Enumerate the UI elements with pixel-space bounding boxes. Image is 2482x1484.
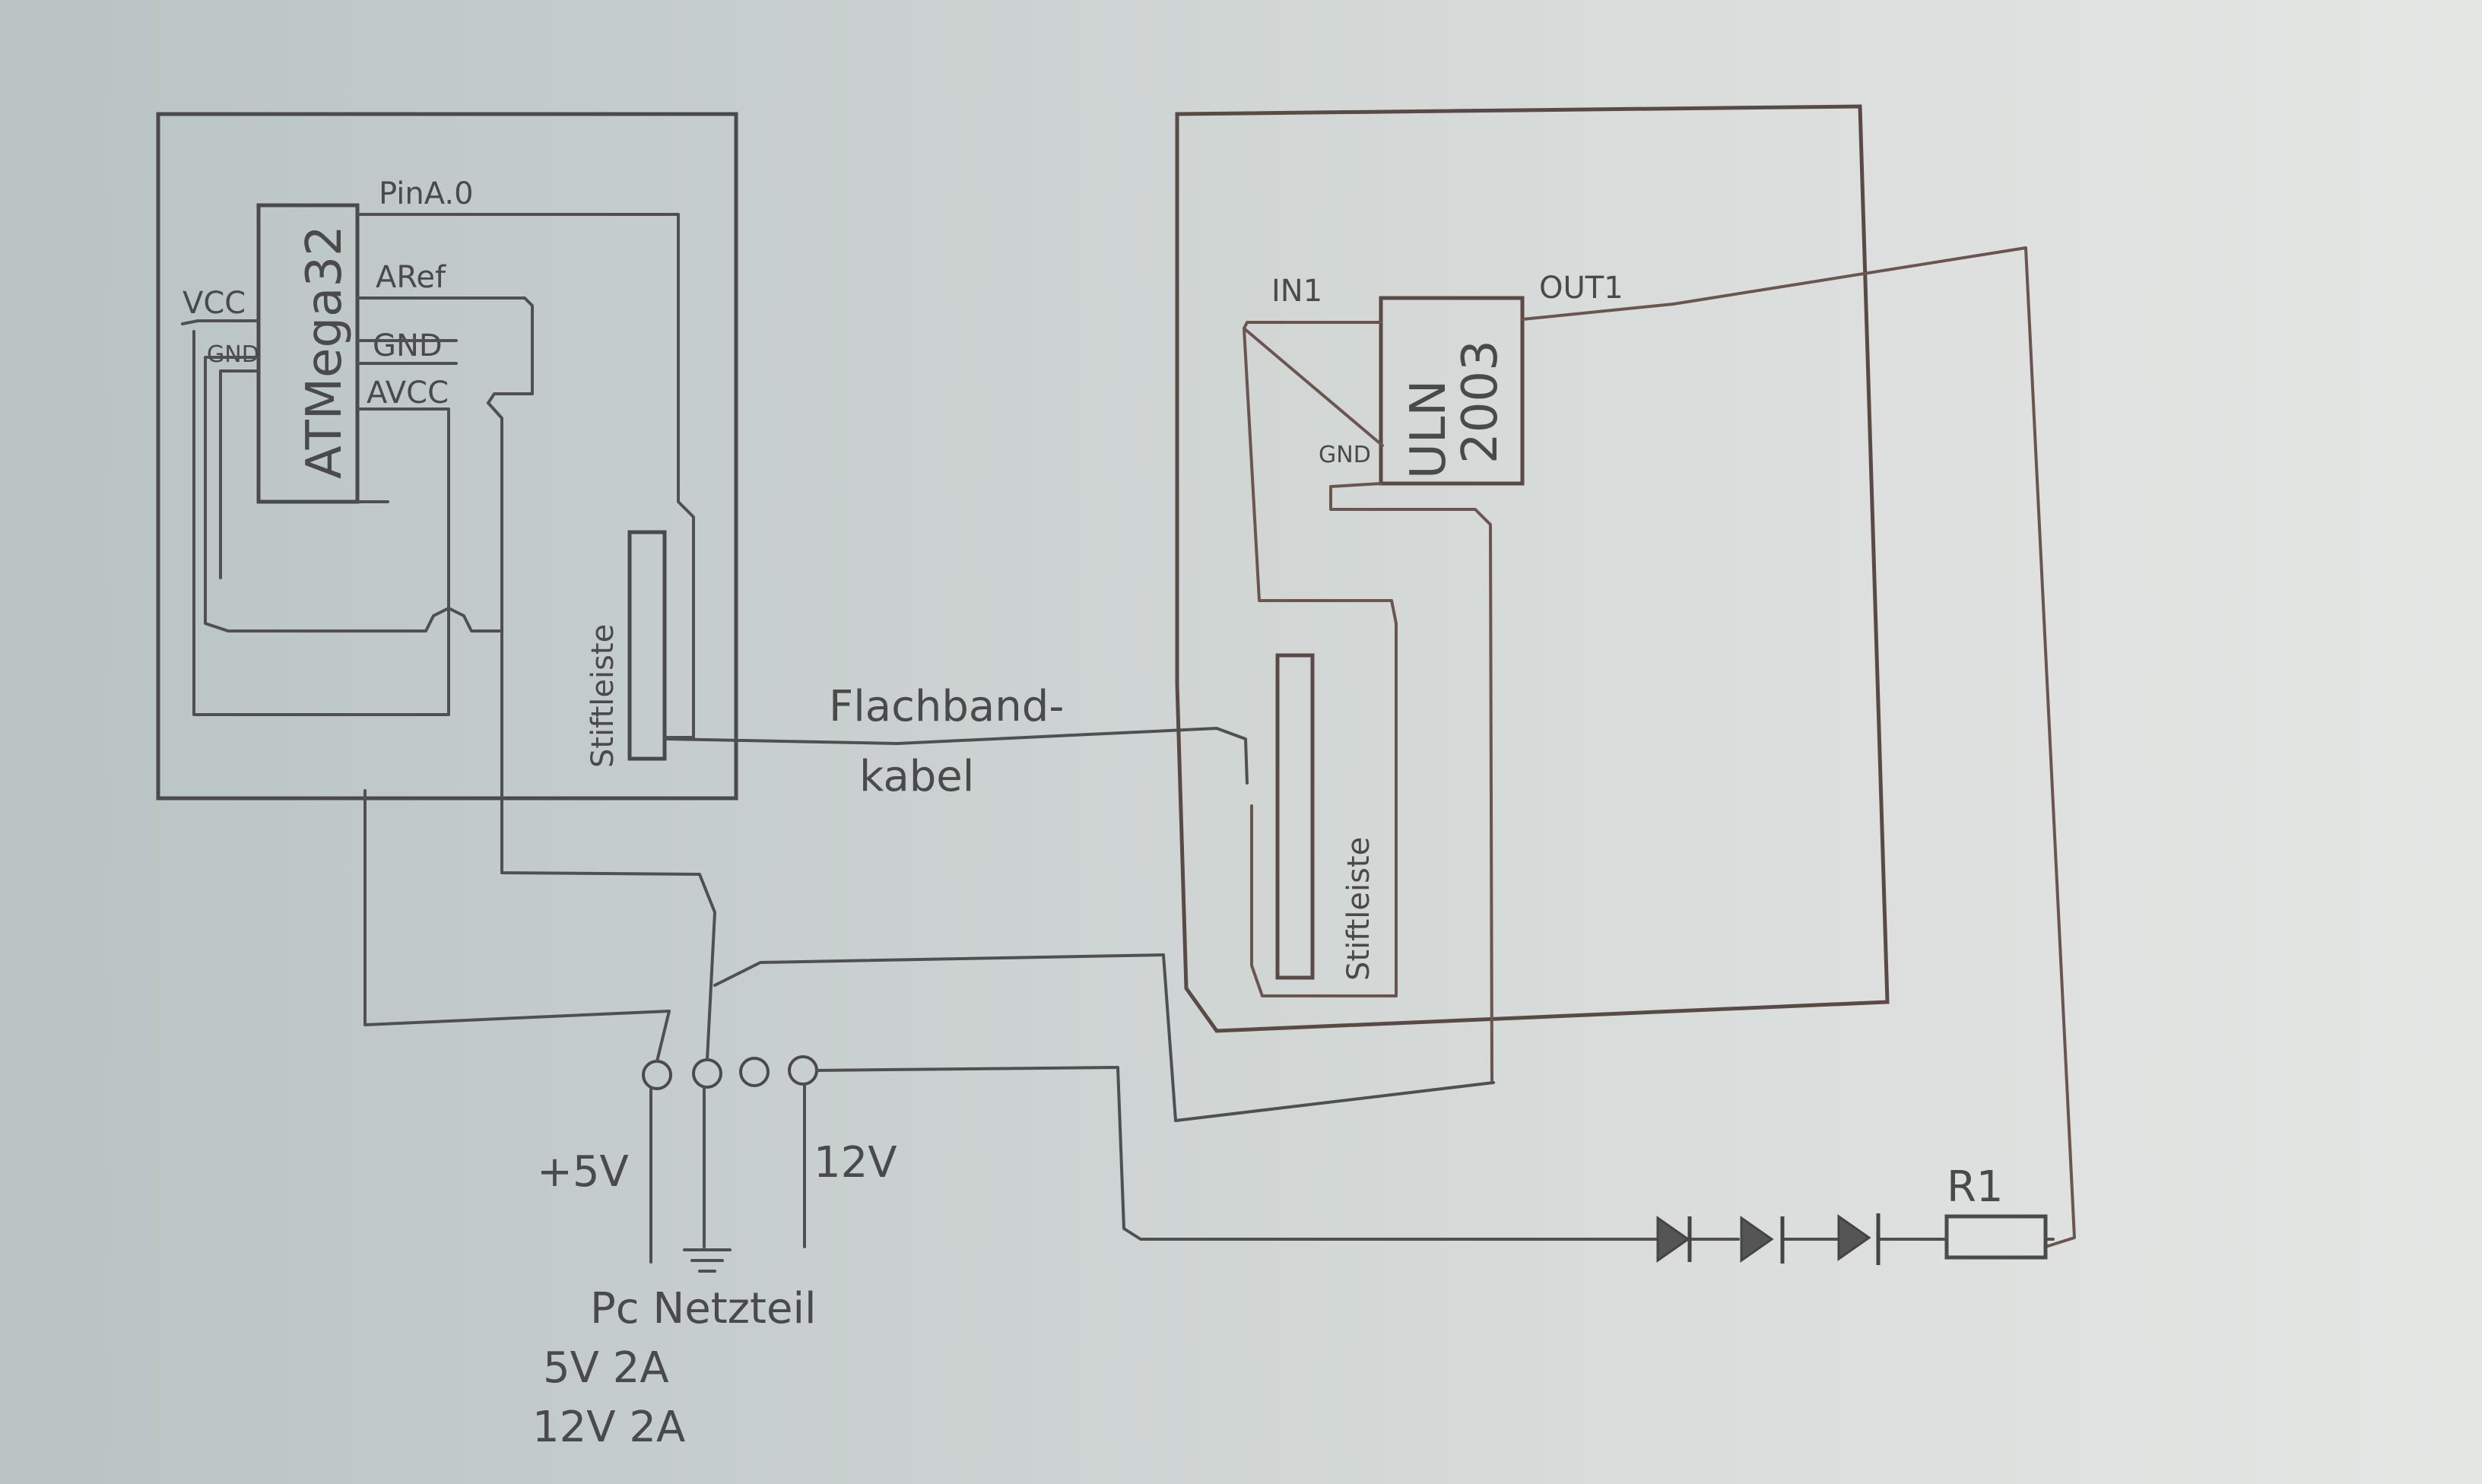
atmega-chip [256, 203, 360, 504]
uln2003-chip-label-1: ULN [1401, 380, 1457, 479]
wire-in1 [1243, 321, 1398, 997]
wire-5v-rail [363, 789, 671, 1063]
ribbon-cable-label-2: kabel [859, 752, 974, 801]
uln2003-chip-label-2: 2003 [1452, 340, 1509, 464]
pin-vcc-label: VCC [182, 286, 246, 321]
ribbon-cable-label-1: Flachband- [829, 682, 1064, 731]
pin-aref-label: ARef [376, 260, 446, 295]
supply-name: Pc Netzteil [590, 1284, 817, 1333]
led-chain: R1 [1656, 1162, 2055, 1265]
wire-vcc [181, 319, 260, 325]
pin-gnd-label: GND [373, 328, 443, 363]
pin-a0-label: PinA.0 [379, 176, 474, 211]
wire-gnd-right-board [713, 953, 1495, 1122]
supply-rating-5v: 5V 2A [543, 1343, 669, 1393]
ground-symbol [683, 1248, 732, 1273]
led-3 [1837, 1213, 1881, 1265]
led-1 [1656, 1216, 1692, 1263]
terminal-gnd [692, 1058, 722, 1089]
pin-avcc-label: AVCC [367, 376, 449, 411]
wire-in1-diag [1243, 327, 1384, 447]
wire-gnd-loop [204, 356, 503, 633]
wire-aref-down [487, 401, 503, 792]
terminal-5v [642, 1060, 672, 1090]
wire-gnd-rail [500, 789, 716, 1061]
right-board-outline [1175, 104, 1890, 1033]
pin-gnd-small-label: GND [207, 341, 259, 368]
wire-gnd-right [1329, 482, 1493, 1083]
ribbon-cable: Flachband- kabel [665, 682, 1249, 801]
atmega-chip-label: ATMega32 [297, 225, 353, 479]
resistor-r1 [1944, 1214, 2048, 1260]
ribbon-cable-wire [665, 727, 1249, 785]
left-header-label: Stiftleiste [586, 624, 620, 768]
wire-12v-leds [815, 1066, 1659, 1241]
left-board: ATMega32 PinA.0 ARef GND AVCC VCC GND St… [156, 112, 738, 801]
led-2 [1740, 1216, 1785, 1264]
wire-gnd-inner [219, 369, 260, 579]
pin-in1-label: IN1 [1271, 274, 1322, 309]
uln2003-chip [1379, 296, 1525, 486]
wire-gnd-decoupling [356, 339, 458, 365]
power-supply: +5V 12V Pc Netzteil 5V 2A 12V 2A [363, 789, 1659, 1452]
right-board: ULN 2003 IN1 OUT1 GND Stiftleiste [1175, 104, 2076, 1248]
wire-pina0 [356, 213, 695, 739]
right-header-label: Stiftleiste [1341, 837, 1376, 981]
wire-avcc [192, 330, 450, 716]
resistor-r1-label: R1 [1947, 1162, 2004, 1212]
left-header [627, 530, 667, 761]
pin-gnd-right-label: GND [1319, 442, 1371, 468]
label-5v: +5V [537, 1147, 629, 1197]
left-board-outline [156, 112, 738, 801]
wire-aref [356, 296, 534, 404]
right-header [1275, 653, 1315, 980]
supply-rating-12v: 12V 2A [532, 1403, 685, 1452]
label-12v: 12V [814, 1138, 897, 1188]
wire-out1 [1521, 246, 2076, 1248]
pin-out1-label: OUT1 [1539, 271, 1623, 306]
terminal-12v [788, 1055, 818, 1086]
terminal-nc [739, 1057, 770, 1087]
